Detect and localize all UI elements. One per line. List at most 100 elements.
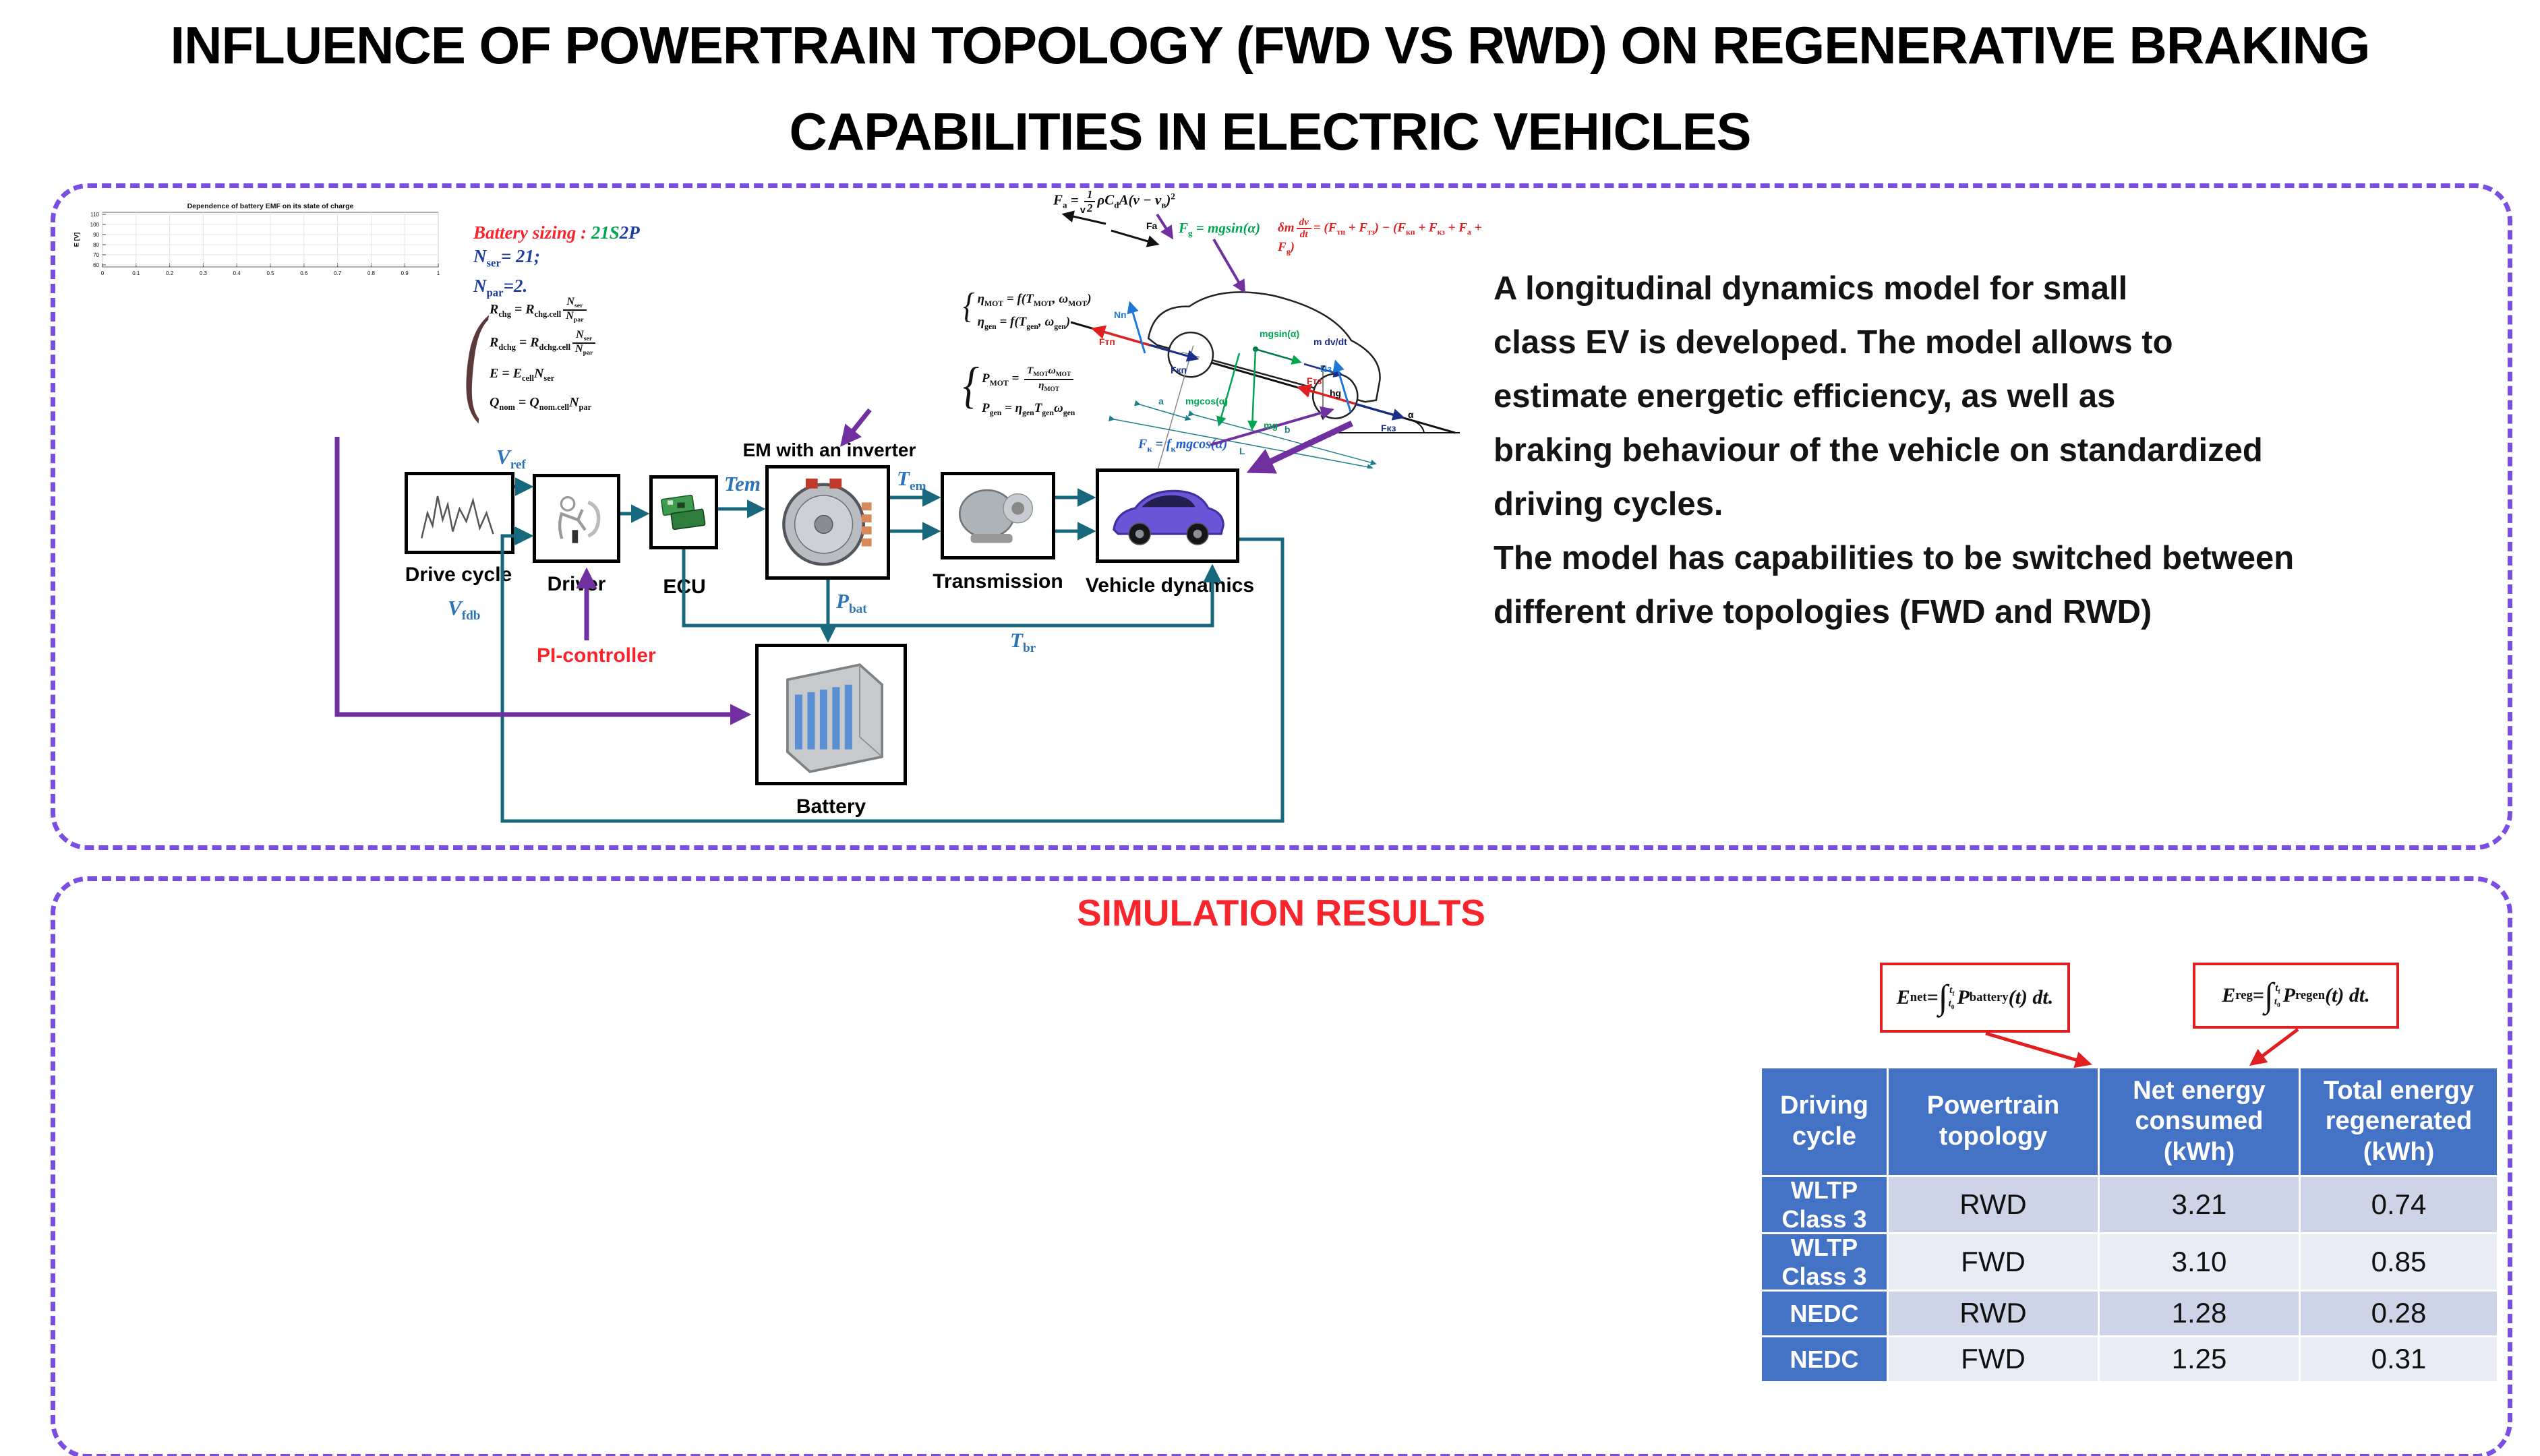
equation-eta-gen: ηgen = f(Tgen, ωgen) [977, 314, 1071, 331]
em-inverter-block [765, 465, 890, 580]
label-velocity: v [1080, 204, 1086, 215]
vehicle-dynamics-block [1096, 468, 1239, 563]
label-rear-normal: Nз [1320, 363, 1332, 374]
signal-pbat: Pbat [836, 589, 867, 617]
svg-text:90: 90 [93, 232, 99, 238]
table-header-net-energy: Net energy consumed (kWh) [2100, 1068, 2299, 1175]
label-dim-b: b [1284, 424, 1291, 435]
table-header-driving-cycle: Driving cycle [1762, 1068, 1887, 1175]
signal-tem: Tem [897, 466, 926, 494]
label-mgcos: mgcos(α) [1185, 396, 1228, 406]
label-front-traction: Fтп [1099, 336, 1115, 347]
table-row-cycle: WLTP Class 3 [1762, 1234, 1887, 1290]
svg-text:0.3: 0.3 [200, 270, 208, 276]
label-aero-force: Fa [1146, 220, 1158, 231]
signal-vfdb: Vfdb [448, 596, 481, 624]
table-header-total-energy: Total energy regenerated (kWh) [2301, 1068, 2497, 1175]
driver-thumbnail [558, 496, 601, 543]
electric-motor-thumbnail [782, 478, 872, 566]
driver-label: Driver [547, 573, 606, 595]
equation-brace: ( [464, 291, 485, 424]
em-inverter-label: EM with an inverter [742, 439, 916, 460]
transmission-block [941, 472, 1055, 559]
label-dim-a: a [1158, 396, 1164, 406]
table-cell: 0.85 [2301, 1234, 2497, 1290]
svg-text:80: 80 [93, 242, 99, 248]
equation-grade-force: Fg = mgsin(α) [1179, 220, 1261, 239]
nedc-results-figure [64, 949, 883, 1436]
signal-tbr: Tbr [1010, 628, 1036, 656]
model-description: A longitudinal dynamics model for small … [1494, 262, 2505, 639]
drive-cycle-label: Drive cycle [405, 564, 512, 586]
svg-text:0.7: 0.7 [334, 270, 342, 276]
table-row-cycle: NEDC [1762, 1337, 1887, 1381]
label-mgsin: mgsin(α) [1260, 328, 1299, 339]
table-cell: RWD [1889, 1177, 2098, 1232]
driver-block [533, 474, 620, 563]
label-weight: mg [1264, 420, 1278, 431]
battery-block [755, 644, 907, 785]
table-cell: FWD [1889, 1234, 2098, 1290]
table-cell: 3.10 [2100, 1234, 2299, 1290]
drive-cycle-block [405, 472, 514, 554]
description-line: different drive topologies (FWD and RWD) [1494, 594, 2152, 630]
equation-qnom: Qnom = Qnom.cellNpar [489, 395, 592, 412]
svg-text:100: 100 [90, 222, 100, 228]
vehicle-dynamics-label: Vehicle dynamics [1085, 574, 1255, 597]
svg-text:70: 70 [93, 252, 99, 258]
description-line: The model has capabilities to be switche… [1494, 540, 2295, 576]
table-cell: RWD [1889, 1292, 2098, 1335]
battery-sizing-note: Battery sizing : 21S2P Nser= 21; Npar=2. [473, 221, 640, 305]
table-row-cycle: NEDC [1762, 1292, 1887, 1335]
ecu-block [649, 475, 718, 549]
vehicle-thumbnail [1113, 489, 1224, 545]
table-cell: 1.25 [2100, 1337, 2299, 1381]
table-row-cycle: WLTP Class 3 [1762, 1176, 1887, 1233]
motor-efficiency-map [580, 190, 957, 443]
svg-text:E [V]: E [V] [73, 233, 80, 247]
battery-sizing-line1: Battery sizing : 21S2P [473, 222, 640, 243]
svg-text:0.5: 0.5 [266, 270, 274, 276]
wltp-results-figure [910, 949, 1756, 1443]
vehicle-free-body-diagram: v Fa mgsin(α) m dv/dt hg mg mgcos(α) Fтп… [1052, 204, 1460, 468]
signal-tem-cmd: Tem [724, 472, 761, 495]
svg-text:Dependence of battery EMF on i: Dependence of battery EMF on its state o… [187, 202, 354, 210]
battery-label: Battery [796, 795, 866, 818]
table-cell: 0.74 [2301, 1177, 2497, 1232]
description-line: braking behaviour of the vehicle on stan… [1494, 432, 2263, 468]
svg-text:1: 1 [437, 270, 440, 276]
poster-title-line1: INFLUENCE OF POWERTRAIN TOPOLOGY (FWD VS… [170, 16, 2371, 75]
motor-efficiency-equations: { ηMOT = f(TMOT, ωMOT) ηgen = f(Tgen, ωg… [963, 286, 1092, 336]
equation-p-gen: Pgen = ηgenTgenωgen [982, 400, 1075, 417]
model-overview-panel [51, 183, 2512, 850]
svg-text:60: 60 [93, 262, 99, 268]
equation-eta-mot: ηMOT = f(TMOT, ωMOT) [977, 292, 1092, 308]
description-line: driving cycles. [1494, 486, 1723, 522]
table-cell: FWD [1889, 1337, 2098, 1381]
label-inertia-force: m dv/dt [1313, 336, 1347, 347]
ecu-thumbnail [661, 494, 706, 530]
transmission-thumbnail [958, 489, 1033, 543]
transmission-label: Transmission [933, 570, 1063, 593]
label-rear-traction: Fтз [1307, 375, 1322, 386]
label-cg-height: hg [1330, 388, 1341, 398]
label-grade-angle: α [1408, 409, 1414, 420]
drive-cycle-thumbnail [421, 495, 494, 539]
table-cell: 0.28 [2301, 1292, 2497, 1335]
label-front-rolling: Fкп [1171, 365, 1187, 375]
svg-text:0.9: 0.9 [401, 270, 409, 276]
battery-sizing-line2: Nser= 21; [473, 246, 541, 270]
signal-vref: Vref [496, 445, 526, 473]
poster-title-line2: CAPABILITIES IN ELECTRIC VEHICLES [789, 102, 1752, 161]
simulation-results-panel [51, 876, 2512, 1456]
svg-text:0.2: 0.2 [166, 270, 174, 276]
